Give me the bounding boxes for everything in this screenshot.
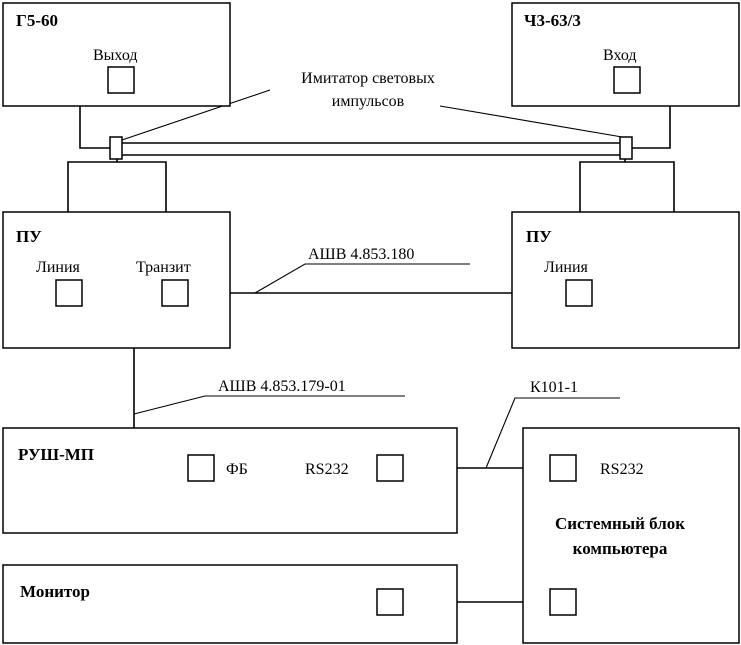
imitator-label-1: Имитатор световых <box>301 70 435 87</box>
imitator-label-2: импульсов <box>332 93 405 110</box>
cable-rs232-label: К101-1 <box>530 379 578 396</box>
rush-title: РУШ-МП <box>18 445 94 464</box>
pu-left-transit-label: Транзит <box>136 259 191 276</box>
system-unit-monitor-port <box>549 588 577 616</box>
pu-right-housing-right <box>625 161 675 212</box>
pu-left-line-port <box>55 279 83 307</box>
pu-left-housing <box>67 157 118 212</box>
leader-imitator-left <box>121 89 271 141</box>
pu-left-block <box>2 211 231 349</box>
pu-left-title: ПУ <box>16 227 42 246</box>
pu-right-block <box>511 211 740 349</box>
rush-rs232-label: RS232 <box>305 461 349 478</box>
ch3-title: Ч3-63/3 <box>524 11 581 30</box>
leader-line <box>133 395 405 415</box>
leader-rs232 <box>485 397 620 469</box>
pu-left-transit-port <box>161 279 189 307</box>
system-unit-rs232-label: RS232 <box>600 461 644 478</box>
rush-fb-label: ФБ <box>226 461 248 478</box>
cable-transit-label: АШВ 4.853.180 <box>308 246 414 263</box>
monitor-title: Монитор <box>20 582 90 601</box>
ch3-input-port <box>613 66 641 94</box>
pu-right-housing <box>579 157 626 212</box>
leader-transit <box>254 263 470 294</box>
imitator-connector-left <box>109 136 123 160</box>
labels: Г5-60 Выход Ч3-63/3 Вход Имитатор светов… <box>16 11 685 601</box>
pu-left-housing-right <box>117 161 167 212</box>
monitor-port <box>376 588 404 616</box>
system-unit-rs232-port <box>549 454 577 482</box>
rush-fb-port <box>187 454 215 482</box>
ch3-port-label: Вход <box>603 47 637 64</box>
pu-left-line-label: Линия <box>36 259 81 276</box>
g5-output-port <box>107 66 135 94</box>
g5-port-label: Выход <box>93 47 138 64</box>
system-unit-title-1: Системный блок <box>555 514 685 533</box>
pu-right-line-label: Линия <box>544 259 589 276</box>
imitator-connector-right <box>619 136 633 160</box>
ports <box>55 66 641 616</box>
rush-rs232-port <box>376 454 404 482</box>
pu-right-title: ПУ <box>526 227 552 246</box>
leaders <box>121 89 629 469</box>
leader-imitator-right <box>439 105 629 139</box>
pu-right-line-port <box>565 279 593 307</box>
g5-title: Г5-60 <box>16 11 58 30</box>
cable-line-label: АШВ 4.853.179-01 <box>218 378 346 395</box>
system-unit-title-2: компьютера <box>573 539 668 558</box>
